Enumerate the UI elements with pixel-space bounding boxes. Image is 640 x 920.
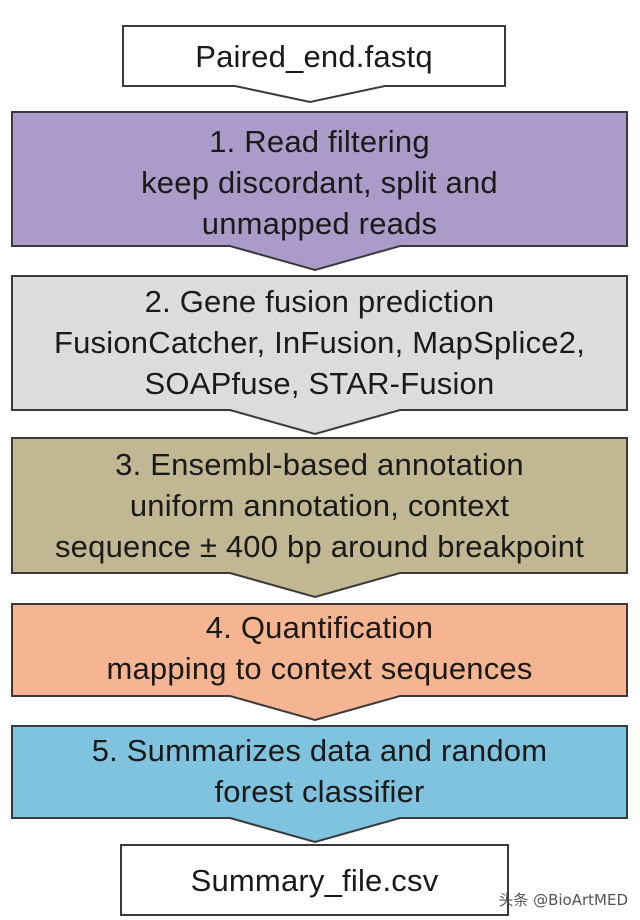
step-detail: forest classifier [214,774,425,809]
step-detail: SOAPfuse, STAR-Fusion [144,365,495,401]
step-detail: keep discordant, split and [141,164,498,200]
node-line: Summary_file.csv [190,862,439,898]
step-title: 3. Ensembl-based annotation [115,446,524,482]
node-label-step4: 4. Quantification mapping to context seq… [12,606,627,690]
step-detail: uniform annotation, context [129,487,510,523]
node-shape-step2 [11,275,628,436]
step-detail: unmapped reads [201,205,438,241]
step-detail: sequence ± 400 bp around breakpoint [54,528,585,564]
node-shape-input [122,25,506,104]
step-detail: mapping to context sequences [106,651,533,686]
node-line: Paired_end.fastq [195,38,433,74]
node-label-step2: 2. Gene fusion prediction FusionCatcher,… [12,280,627,404]
step-title: 4. Quantification [205,610,434,645]
node-shape-step5 [11,725,628,844]
node-label-step5: 5. Summarizes data and random forest cla… [12,729,627,813]
node-label-step3: 3. Ensembl-based annotation uniform anno… [12,443,627,567]
node-label-input: Paired_end.fastq [123,26,505,86]
node-label-step1: 1. Read filtering keep discordant, split… [12,120,627,244]
node-shape-step4 [11,603,628,722]
node-shape-step1 [11,111,628,272]
step-title: 1. Read filtering [209,123,430,159]
watermark: 头条 @BioArtMED [498,891,628,909]
step-title: 2. Gene fusion prediction [144,283,495,319]
node-shape-step3 [11,437,628,599]
node-label-output: Summary_file.csv [121,845,508,915]
step-detail: FusionCatcher, InFusion, MapSplice2, [53,324,586,360]
node-shape-output [120,844,509,916]
step-title: 5. Summarizes data and random [91,733,548,768]
